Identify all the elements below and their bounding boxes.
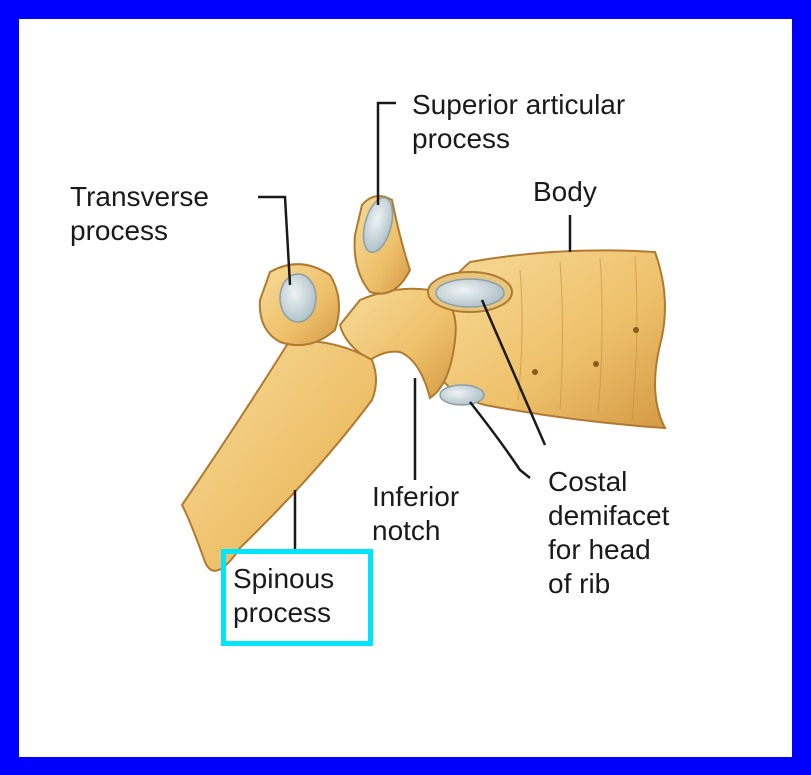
- spinous-process: [182, 340, 376, 571]
- foramen-dot: [633, 327, 639, 333]
- label-inferior-notch: Inferior notch: [372, 480, 459, 548]
- label-costal-demifacet: Costal demifacet for head of rib: [548, 465, 669, 601]
- transverse-costal-facet: [280, 274, 316, 322]
- label-transverse-process: Transverse process: [70, 180, 209, 248]
- superior-costal-demifacet: [436, 279, 504, 307]
- leader-superior-articular: [378, 103, 396, 205]
- label-superior-articular-process: Superior articular process: [412, 88, 625, 156]
- label-body: Body: [533, 175, 597, 209]
- foramen-dot: [532, 369, 538, 375]
- label-spinous-process: Spinous process: [233, 562, 334, 630]
- foramen-dot: [593, 361, 599, 367]
- inferior-costal-demifacet: [440, 385, 484, 405]
- leader-costal-inferior: [470, 402, 530, 478]
